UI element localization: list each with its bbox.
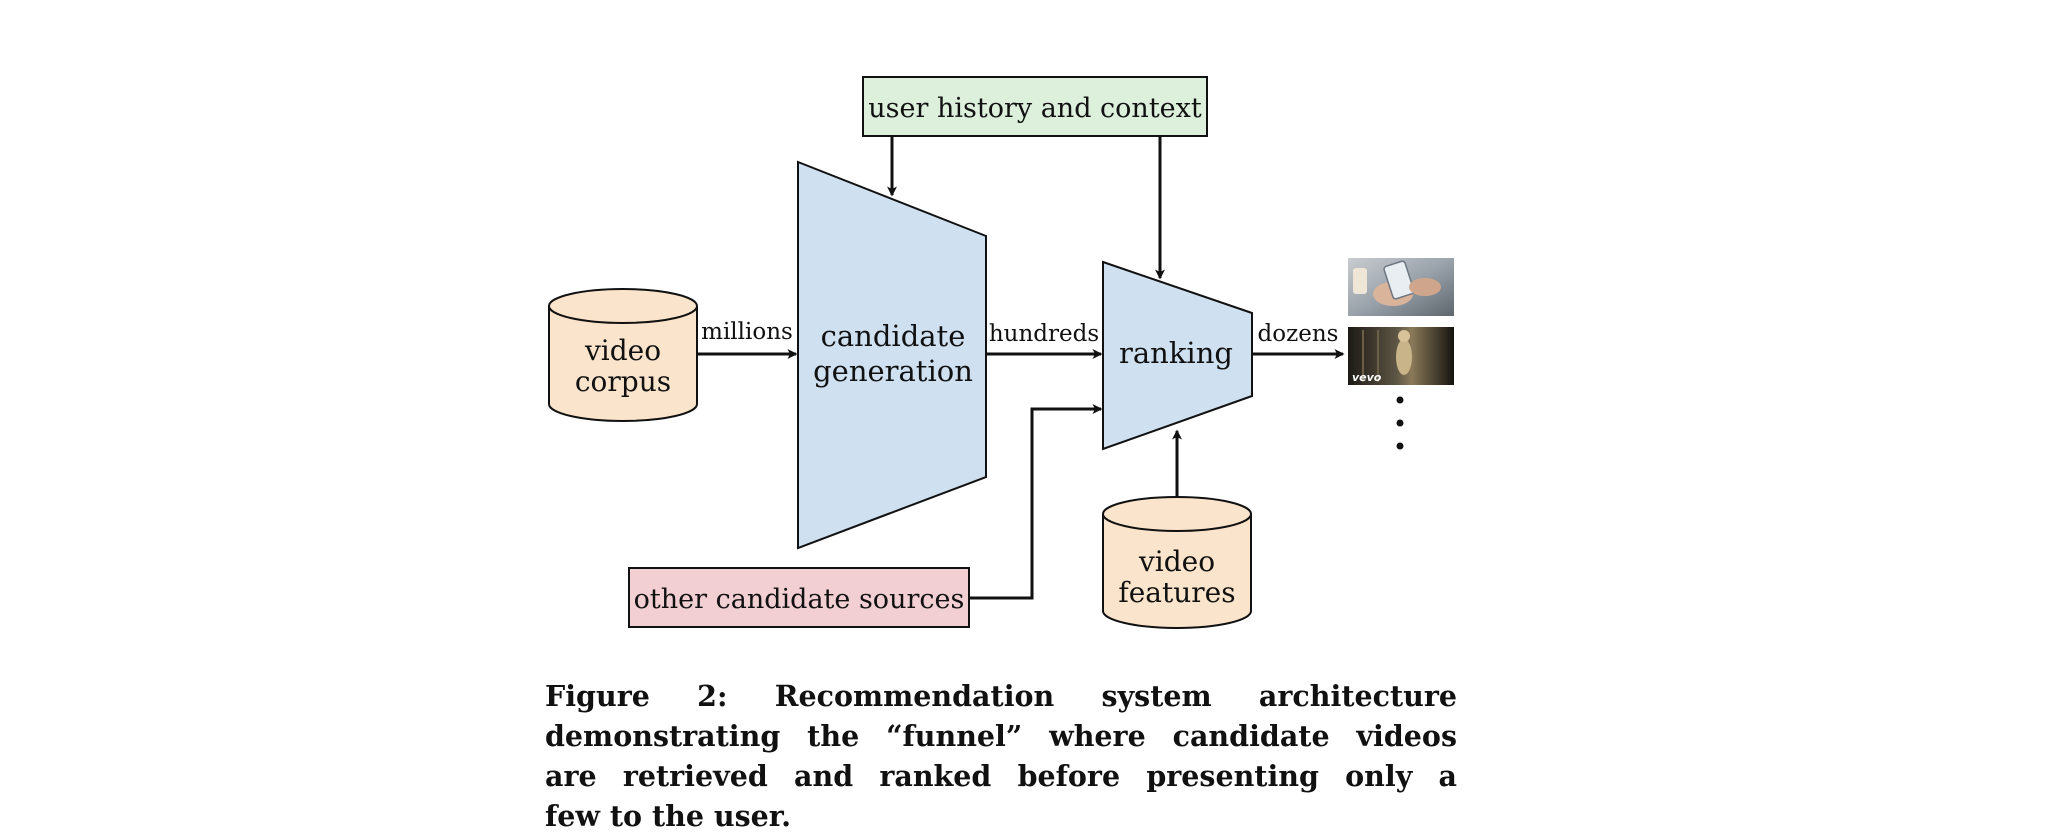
- vevo-watermark: vevo: [1352, 371, 1382, 384]
- other-sources-label: other candidate sources: [634, 584, 965, 615]
- video-features-cylinder: video features: [1102, 496, 1252, 629]
- user-history-label: user history and context: [868, 93, 1202, 124]
- user-history-box: user history and context: [862, 76, 1208, 137]
- candidate-generation-label-line1: candidate: [821, 319, 966, 353]
- ranking-label: ranking: [1119, 336, 1233, 370]
- edge-label-millions: millions: [701, 319, 793, 345]
- caption-line-3: are retrieved and ranked before presenti…: [545, 759, 1457, 793]
- continuation-ellipsis-icon: [1396, 396, 1404, 450]
- figure-caption: Figure 2: Recommendation system architec…: [545, 676, 1457, 836]
- other-sources-box: other candidate sources: [628, 567, 970, 628]
- edge-label-dozens: dozens: [1258, 321, 1339, 347]
- edge-label-hundreds: hundreds: [989, 321, 1099, 347]
- caption-line-4: few to the user.: [545, 799, 792, 833]
- arrow-other-sources-to-ranking: [969, 404, 1103, 600]
- video-corpus-cylinder: video corpus: [548, 288, 698, 422]
- candidate-generation-funnel: candidate generation: [797, 160, 987, 550]
- arrows: [698, 136, 1345, 600]
- candidate-generation-label-line2: generation: [813, 354, 973, 388]
- video-corpus-label-line2: corpus: [575, 365, 671, 398]
- video-corpus-label-line1: video: [584, 334, 661, 367]
- video-features-label-line2: features: [1118, 576, 1235, 609]
- ranking-funnel: ranking: [1102, 260, 1253, 451]
- video-features-label-line1: video: [1138, 545, 1215, 578]
- caption-line-2: demonstrating the “funnel” where candida…: [545, 719, 1457, 753]
- caption-line-1: Figure 2: Recommendation system architec…: [545, 679, 1457, 713]
- output-thumbnail-1: [1348, 258, 1454, 316]
- output-thumbnail-2: vevo: [1348, 327, 1454, 385]
